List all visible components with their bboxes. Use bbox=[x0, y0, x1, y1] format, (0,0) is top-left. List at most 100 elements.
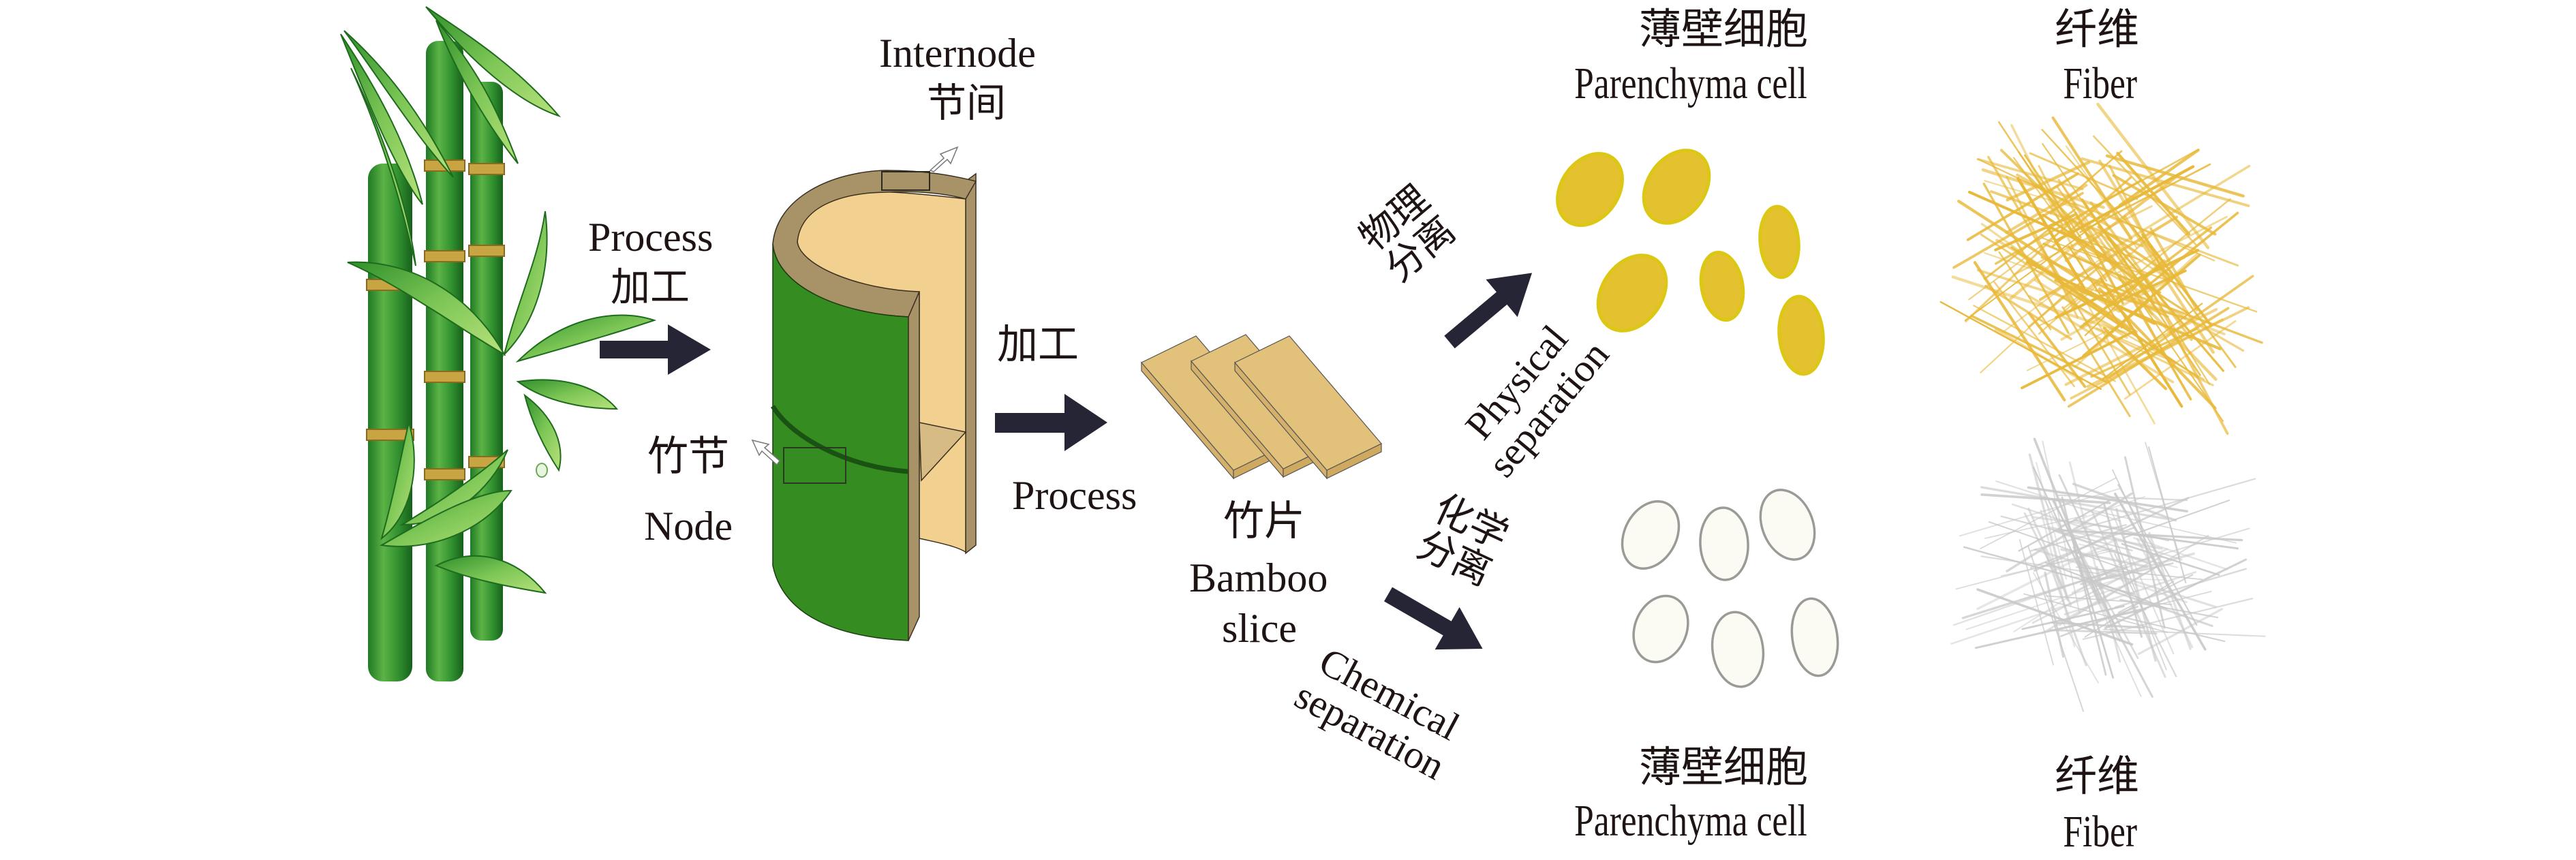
fiber-strand bbox=[2049, 150, 2123, 215]
fiber-strand bbox=[2117, 484, 2198, 626]
fiber-strand bbox=[1976, 268, 2068, 299]
fiber-strand bbox=[2134, 211, 2239, 297]
bamboo-tube-cutaway bbox=[751, 146, 977, 641]
chemical-separation-arrow bbox=[1383, 587, 1483, 650]
tube-front-edge bbox=[908, 291, 920, 641]
fiber-strand bbox=[2076, 566, 2203, 581]
bamboo-leaves bbox=[340, 6, 657, 594]
fiber-strand bbox=[1980, 223, 2098, 307]
fiber-strand bbox=[2018, 499, 2111, 552]
internode-label-zh: 节间 bbox=[927, 80, 1007, 126]
fiber-strand bbox=[2019, 539, 2054, 666]
fiber-strand bbox=[2118, 149, 2200, 207]
fiber-strand bbox=[2006, 160, 2091, 202]
bamboo-slice bbox=[1234, 335, 1382, 471]
tube-cut-plane bbox=[919, 422, 967, 482]
fiber-strand bbox=[2072, 202, 2239, 267]
process-arrow-2 bbox=[995, 394, 1107, 451]
node-highlight-box bbox=[783, 447, 846, 484]
fiber-label-bottom-en: Fiber bbox=[2063, 807, 2138, 857]
fiber-strand bbox=[2061, 296, 2205, 380]
parenchyma-cells-physical bbox=[1556, 149, 1825, 376]
fiber-strand bbox=[2031, 516, 2124, 530]
white-parenchyma-cell bbox=[1711, 611, 1765, 688]
fiber-strand bbox=[2040, 245, 2131, 396]
fiber-strand bbox=[2040, 256, 2169, 318]
fiber-strand bbox=[2010, 124, 2084, 268]
fiber-strand bbox=[2115, 215, 2228, 275]
fiber-strand bbox=[2002, 259, 2100, 333]
fiber-strand bbox=[2096, 527, 2250, 574]
fiber-strand bbox=[2122, 500, 2230, 539]
fiber-strand bbox=[2031, 555, 2163, 624]
fiber-strand bbox=[2006, 492, 2133, 572]
fiber-strand bbox=[1983, 252, 2114, 298]
fiber-strand bbox=[2075, 478, 2256, 531]
fiber-strand bbox=[2037, 257, 2186, 327]
fiber-strand bbox=[2112, 469, 2169, 589]
fiber-strand bbox=[2122, 275, 2224, 422]
fiber-strand bbox=[2106, 234, 2224, 372]
water-drop bbox=[536, 463, 548, 478]
fiber-strand bbox=[2084, 581, 2175, 638]
node-pointer-icon bbox=[751, 439, 780, 466]
fiber-strand bbox=[2051, 497, 2139, 659]
fiber-strand bbox=[2105, 573, 2188, 604]
fiber-strand bbox=[1968, 204, 2097, 301]
fiber-strand bbox=[2038, 262, 2119, 335]
fiber-strand bbox=[2081, 198, 2156, 305]
bamboo-stalk bbox=[368, 164, 412, 681]
node-label-zh: 竹节 bbox=[647, 433, 729, 480]
fiber-strand bbox=[2105, 154, 2245, 198]
bamboo-slice-label-en-1: Bamboo bbox=[1189, 555, 1328, 600]
fiber-strand bbox=[2096, 102, 2210, 249]
fiber-strand bbox=[2033, 497, 2190, 572]
fiber-strand bbox=[1980, 486, 2169, 521]
tube-back-wall bbox=[965, 172, 977, 555]
fiber-strand bbox=[2061, 306, 2131, 418]
fiber-strand bbox=[2074, 211, 2124, 305]
fiber-strand bbox=[2028, 453, 2069, 601]
fiber-strand bbox=[2092, 135, 2197, 246]
process-label-2-en: Process bbox=[1012, 473, 1137, 518]
fiber-strand bbox=[2070, 318, 2224, 400]
fiber-strand bbox=[1969, 314, 2108, 384]
parenchyma-label-bottom-en: Parenchyma cell bbox=[1574, 796, 1807, 846]
fiber-strand bbox=[2000, 515, 2133, 551]
yellow-parenchyma-cell bbox=[1596, 254, 1668, 333]
fiber-label-top-en: Fiber bbox=[2063, 59, 2138, 108]
node-label-en: Node bbox=[644, 504, 733, 549]
fiber-strand bbox=[1973, 305, 2117, 382]
bamboo-plant-illustration bbox=[340, 6, 657, 681]
fiber-strand bbox=[2115, 508, 2157, 662]
fiber-strand bbox=[2013, 558, 2130, 632]
fiber-strand bbox=[2058, 474, 2108, 577]
fiber-strand bbox=[2072, 547, 2142, 697]
fiber-strand bbox=[1994, 328, 2083, 382]
fiber-strand bbox=[2029, 152, 2138, 200]
fiber-strand bbox=[2102, 628, 2266, 637]
fiber-strand bbox=[2090, 328, 2198, 378]
fiber-strand bbox=[1952, 191, 2084, 269]
fiber-strand bbox=[2102, 326, 2168, 390]
parenchyma-label-top-en: Parenchyma cell bbox=[1574, 59, 1807, 108]
fiber-strand bbox=[2068, 245, 2123, 329]
fiber-strand bbox=[2121, 532, 2239, 550]
fiber-strand bbox=[1976, 157, 2084, 191]
fiber-strand bbox=[2111, 510, 2175, 655]
yellow-parenchyma-cell bbox=[1699, 250, 1745, 322]
fiber-strand bbox=[2081, 507, 2237, 544]
fiber-strand bbox=[2117, 574, 2194, 613]
white-parenchyma-cell bbox=[1790, 597, 1839, 677]
fiber-strand bbox=[1982, 183, 2070, 334]
white-parenchyma-cell bbox=[1759, 489, 1816, 561]
fiber-strand bbox=[2023, 512, 2064, 589]
fiber-strand bbox=[2114, 538, 2167, 671]
fiber-strand bbox=[2132, 227, 2237, 369]
yellow-parenchyma-cell bbox=[1556, 151, 1624, 228]
fiber-strand bbox=[2060, 271, 2183, 341]
fiber-strand bbox=[1980, 493, 2111, 504]
fiber-strand bbox=[2029, 523, 2127, 552]
fiber-strand bbox=[2114, 568, 2247, 609]
internode-label-en: Internode bbox=[879, 31, 1036, 76]
